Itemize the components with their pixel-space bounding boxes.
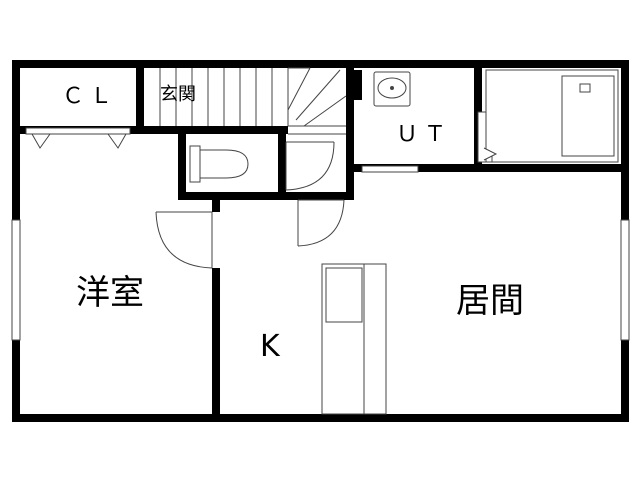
toilet-door <box>285 141 335 191</box>
western-room-label: 洋室 <box>76 273 144 313</box>
utility-door <box>361 165 419 173</box>
entrance-label: 玄関 <box>160 84 196 105</box>
western-room-door <box>155 211 213 269</box>
utility-label: ＵＴ <box>396 122 453 147</box>
staircase <box>159 67 347 135</box>
toilet-fixture <box>189 145 249 183</box>
closet-label: ＣＬ <box>62 84 119 109</box>
corridor-door <box>297 199 345 247</box>
bathtub <box>485 69 619 163</box>
closet-doors <box>25 127 131 149</box>
wall-openings <box>20 60 136 68</box>
wash-basin <box>373 71 411 107</box>
kitchen-label: K <box>260 329 280 364</box>
living-room-label: 居間 <box>456 281 524 321</box>
bath-door <box>477 111 498 163</box>
kitchen-counter <box>321 263 387 415</box>
windows <box>11 219 630 341</box>
